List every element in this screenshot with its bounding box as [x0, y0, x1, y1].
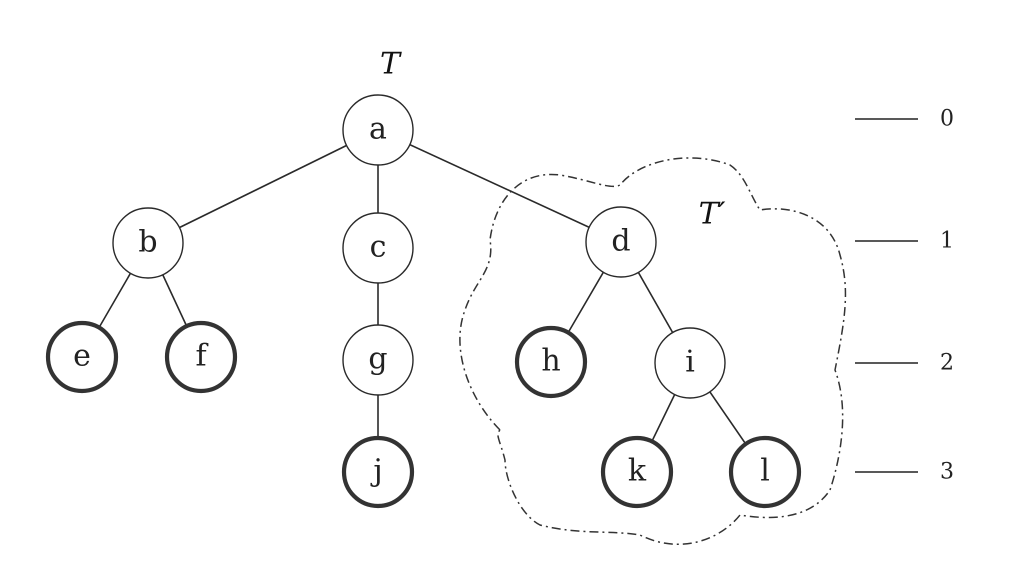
node-f: f — [164, 320, 238, 394]
node-circle-j — [341, 435, 415, 509]
node-circle-e — [45, 320, 119, 394]
node-label-f: f — [195, 339, 208, 374]
edge-a-d — [377, 129, 622, 243]
node-circle-d — [585, 206, 657, 278]
node-g: g — [342, 324, 414, 396]
node-e: e — [45, 320, 119, 394]
node-label-g: g — [368, 342, 387, 377]
node-j: j — [341, 435, 415, 509]
node-circle-k — [600, 435, 674, 509]
node-label-j: j — [370, 454, 382, 489]
node-a: a — [342, 94, 414, 166]
node-label-a: a — [369, 112, 387, 147]
level-label-2: 2 — [940, 351, 954, 376]
level-label-0: 0 — [940, 107, 954, 132]
node-k: k — [600, 435, 674, 509]
node-circle-h — [514, 325, 588, 399]
node-circle-l — [728, 435, 802, 509]
node-i: i — [654, 327, 726, 399]
node-label-i: i — [685, 345, 695, 380]
node-circle-f — [164, 320, 238, 394]
node-circle-c — [342, 212, 414, 284]
level-label-3: 3 — [940, 460, 954, 485]
node-circle-b — [112, 207, 184, 279]
node-label-c: c — [370, 230, 387, 265]
node-circle-a — [342, 94, 414, 166]
node-label-h: h — [541, 344, 560, 379]
node-b: b — [112, 207, 184, 279]
node-circle-g — [342, 324, 414, 396]
subtree-cloud-outline — [459, 157, 847, 545]
node-label-b: b — [138, 225, 157, 260]
node-d: d — [585, 206, 657, 278]
node-h: h — [514, 325, 588, 399]
edge-a-b — [147, 129, 379, 244]
node-label-l: l — [760, 454, 770, 489]
node-l: l — [728, 435, 802, 509]
level-label-1: 1 — [940, 229, 954, 254]
node-label-e: e — [73, 339, 91, 374]
node-circle-i — [654, 327, 726, 399]
node-c: c — [342, 212, 414, 284]
tree-label: T — [380, 47, 402, 82]
subtree-label: T′ — [699, 197, 726, 232]
node-label-k: k — [628, 454, 647, 489]
node-label-d: d — [611, 224, 630, 259]
